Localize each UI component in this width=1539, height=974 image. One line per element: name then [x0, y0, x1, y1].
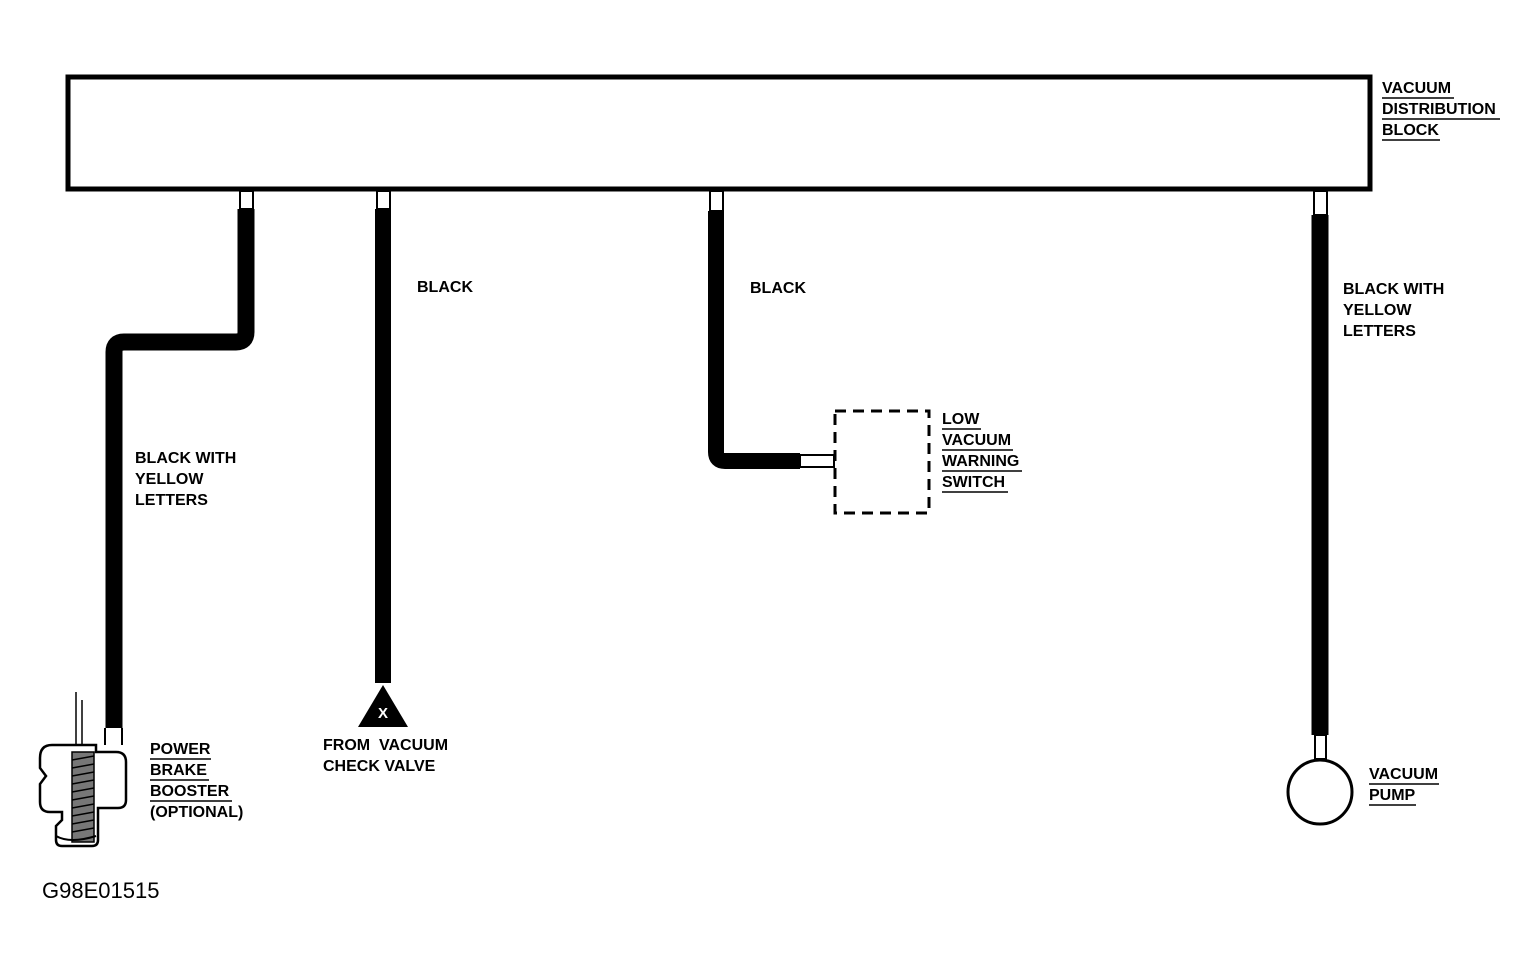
check-valve-label-line-1: FROM VACUUM: [323, 737, 448, 754]
vacuum-pump: [1286, 758, 1354, 826]
check-valve-label-line-2: CHECK VALVE: [323, 758, 436, 775]
booster-hose-label: BLACK WITH YELLOW LETTERS: [135, 450, 236, 509]
booster-hose-label-line-2: YELLOW: [135, 471, 204, 488]
power-brake-booster-label: POWER BRAKE BOOSTER (OPTIONAL): [150, 741, 243, 821]
switch-label-line-2: VACUUM: [942, 432, 1011, 449]
pump-hose-label-line-2: YELLOW: [1343, 302, 1412, 319]
pump-label-line-1: VACUUM: [1369, 766, 1438, 783]
power-brake-booster: [38, 692, 128, 848]
figure-id: G98E01515: [42, 878, 159, 903]
booster-label-line-3: BOOSTER: [150, 783, 230, 800]
low-vacuum-switch-label: LOW VACUUM WARNING SWITCH: [942, 411, 1022, 493]
block-label-line-3: BLOCK: [1382, 122, 1439, 139]
fitting-1: [239, 190, 254, 210]
check-valve-hose-label: BLACK: [417, 279, 473, 296]
switch-label-line-1: LOW: [942, 411, 980, 428]
switch-label-line-4: SWITCH: [942, 474, 1005, 491]
fitting-2: [376, 190, 391, 210]
pump-hose-label-line-3: LETTERS: [1343, 323, 1416, 340]
booster-label-line-4: (OPTIONAL): [150, 804, 243, 821]
block-label-line-1: VACUUM: [1382, 80, 1451, 97]
check-valve-label: FROM VACUUM CHECK VALVE: [323, 737, 448, 775]
low-vacuum-warning-switch: [833, 409, 931, 515]
fittings: [239, 190, 1328, 216]
pump-label-line-2: PUMP: [1369, 787, 1416, 804]
switch-label-line-3: WARNING: [942, 453, 1019, 470]
pump-fitting: [1314, 734, 1327, 760]
switch-fitting: [799, 454, 835, 468]
pump-hose-label: BLACK WITH YELLOW LETTERS: [1343, 281, 1444, 340]
switch-hose-label: BLACK: [750, 280, 806, 297]
check-valve-marker: X: [358, 685, 408, 727]
switch-hose: [708, 211, 800, 469]
fitting-4: [1313, 190, 1328, 216]
booster-label-line-2: BRAKE: [150, 762, 207, 779]
booster-hose: [105, 209, 255, 728]
booster-label-line-1: POWER: [150, 741, 211, 758]
check-valve-marker-letter: X: [378, 705, 388, 722]
fitting-3: [709, 190, 724, 212]
block-label: VACUUM DISTRIBUTION BLOCK: [1382, 80, 1500, 141]
booster-hose-label-line-1: BLACK WITH: [135, 450, 236, 467]
block-label-line-2: DISTRIBUTION: [1382, 101, 1496, 118]
booster-hose-label-line-3: LETTERS: [135, 492, 208, 509]
vacuum-pump-label: VACUUM PUMP: [1369, 766, 1439, 806]
vacuum-distribution-block: [65, 74, 1373, 192]
pump-hose-label-line-1: BLACK WITH: [1343, 281, 1444, 298]
